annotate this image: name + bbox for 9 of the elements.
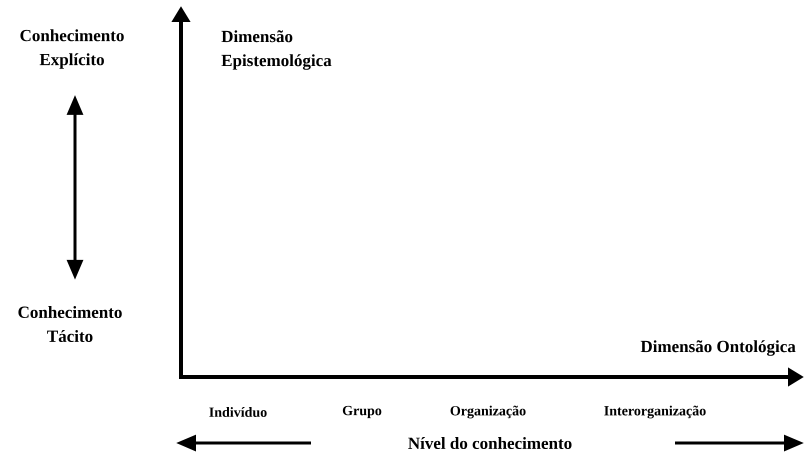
level-label: Interorganização — [604, 406, 706, 418]
text-label: Conhecimento Tácito — [18, 306, 122, 342]
axis-label: Nível do conhecimento — [408, 437, 572, 449]
axis-label: Dimensão Ontológica — [640, 340, 796, 356]
level-label: Organização — [450, 406, 526, 418]
text-label: Conhecimento Explícito — [20, 29, 124, 69]
level-label: Grupo — [342, 406, 382, 418]
axis-label: Dimensão Epistemológica — [222, 30, 332, 70]
level-label: Indivíduo — [209, 407, 267, 417]
